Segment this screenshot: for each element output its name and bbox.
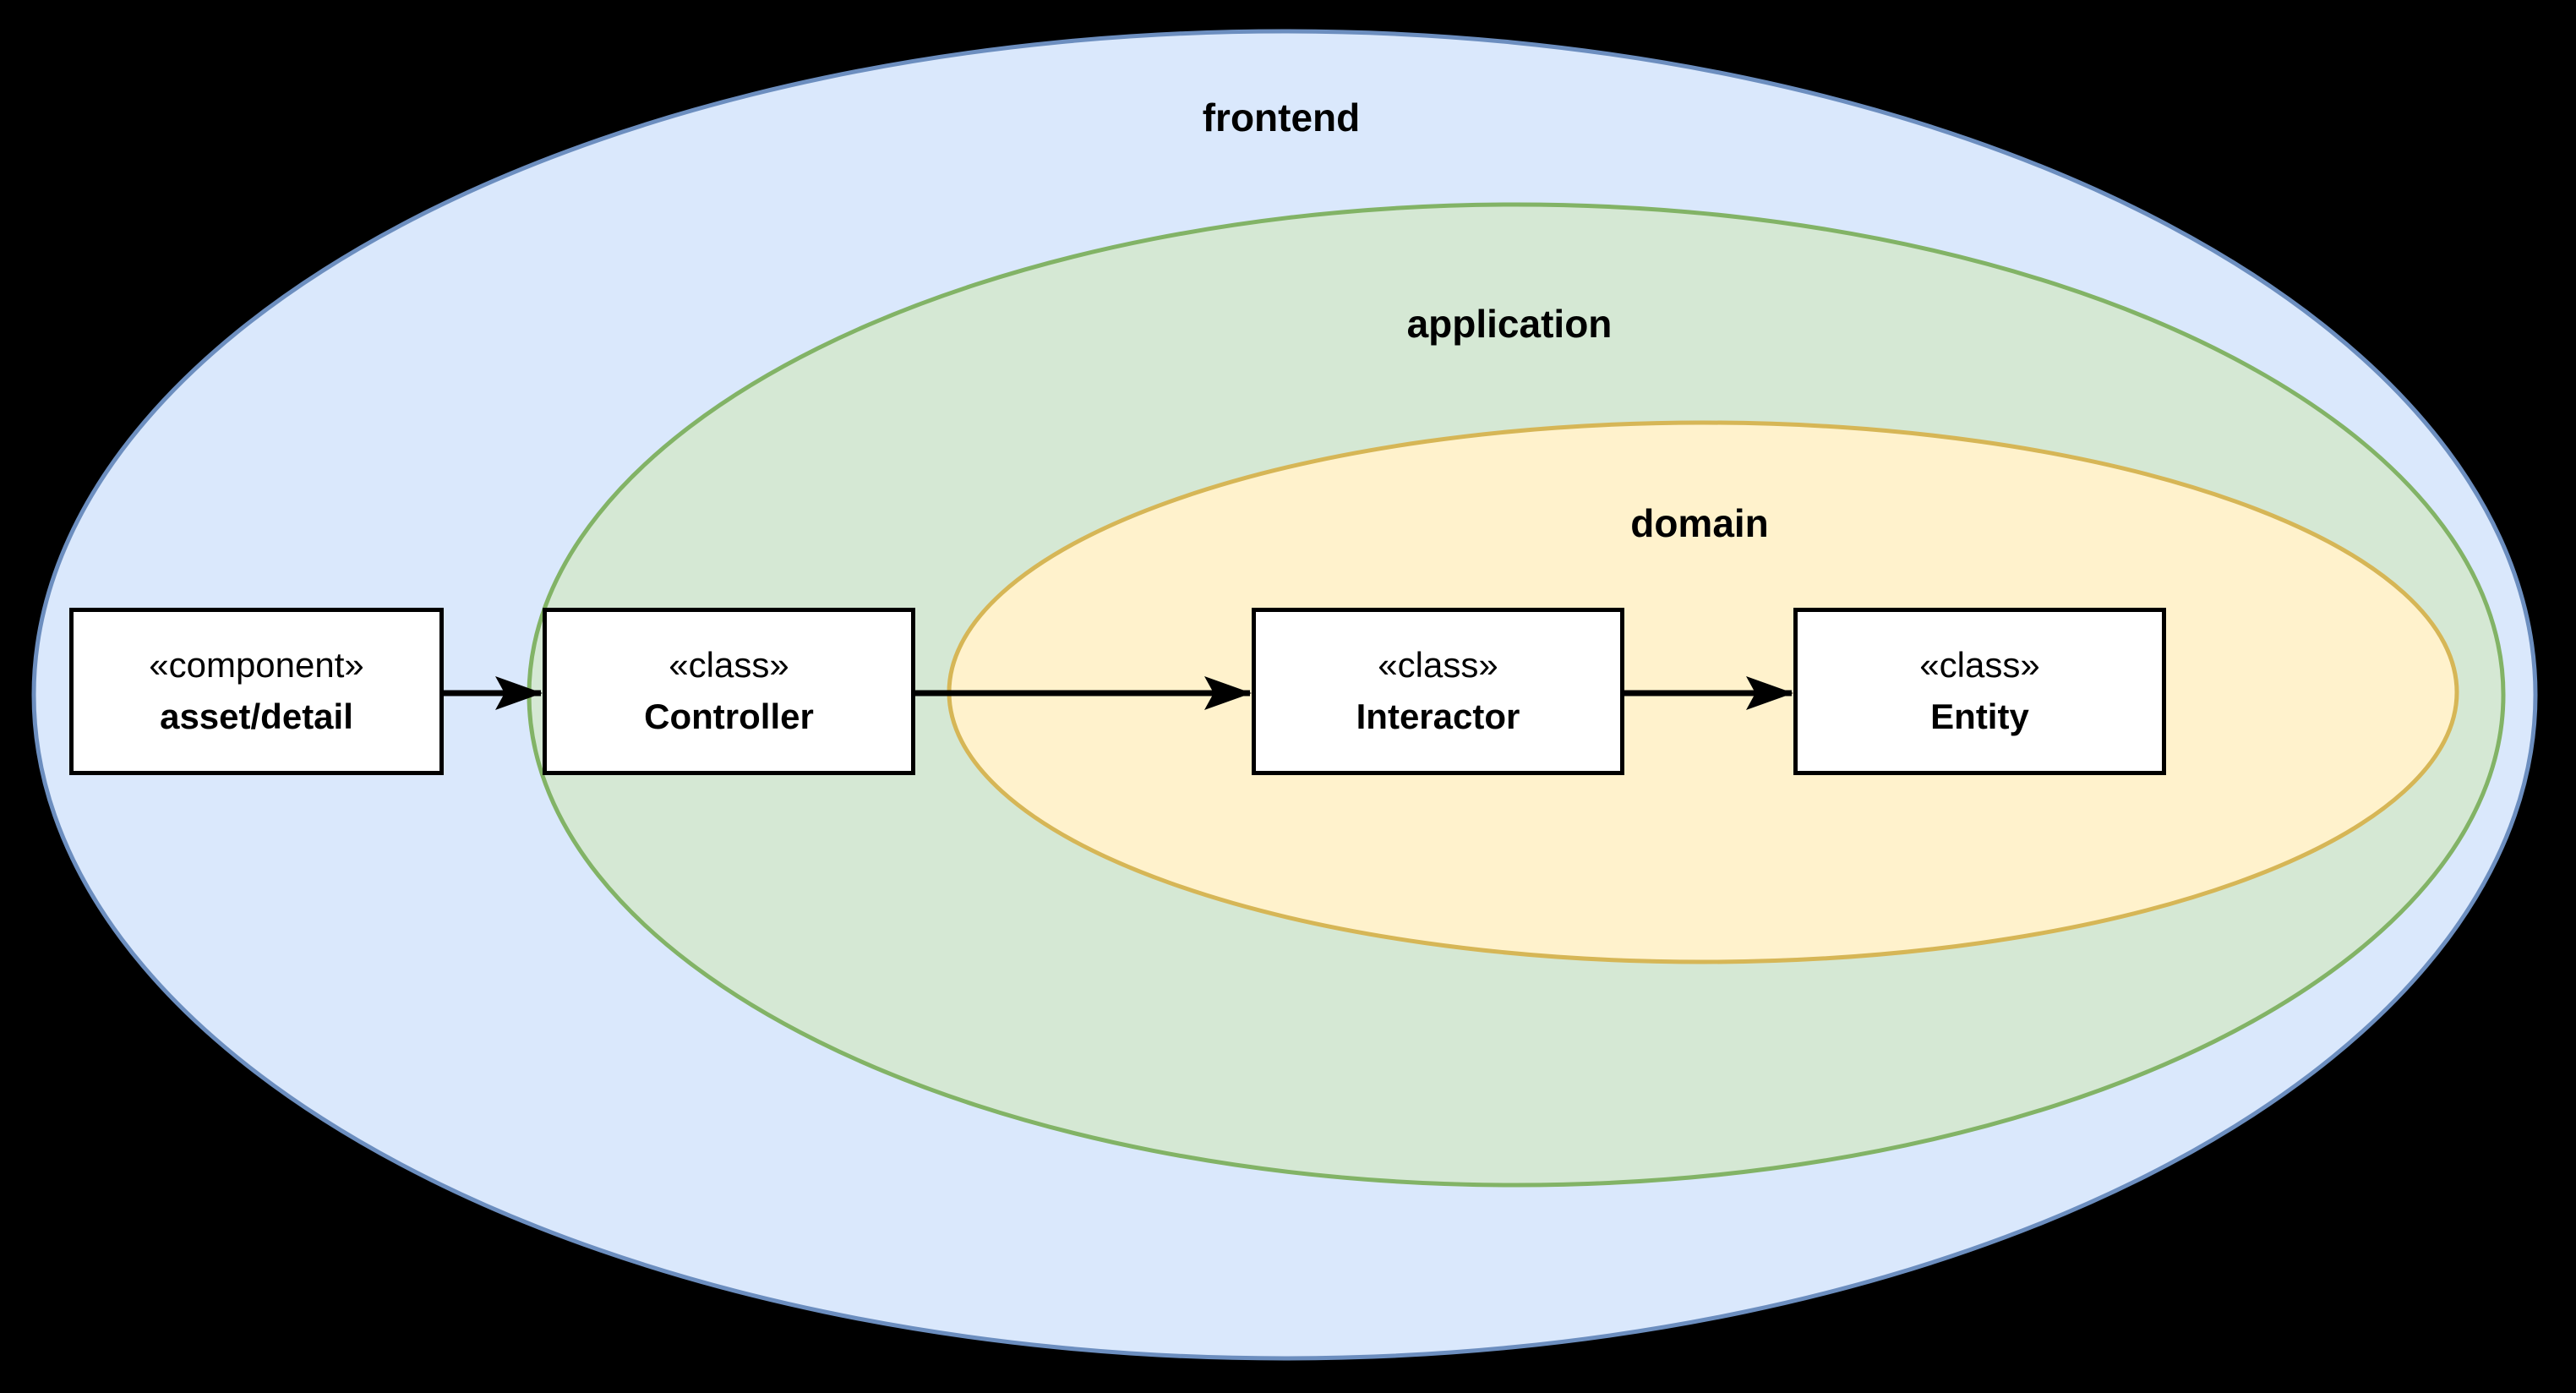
node-asset-detail: «component» asset/detail [69, 608, 444, 775]
application-zone-label: application [1406, 302, 1613, 346]
node-stereotype: «class» [1919, 645, 2040, 686]
domain-zone-label: domain [1630, 501, 1769, 545]
node-entity: «class» Entity [1793, 608, 2166, 775]
node-name: Entity [1930, 696, 2029, 736]
node-name: asset/detail [160, 696, 353, 736]
node-interactor: «class» Interactor [1252, 608, 1624, 775]
node-stereotype: «component» [149, 645, 364, 686]
node-stereotype: «class» [669, 645, 789, 686]
node-name: Controller [644, 696, 814, 736]
node-name: Interactor [1356, 696, 1520, 736]
node-stereotype: «class» [1378, 645, 1498, 686]
frontend-zone-label: frontend [1202, 96, 1361, 139]
node-controller: «class» Controller [543, 608, 915, 775]
